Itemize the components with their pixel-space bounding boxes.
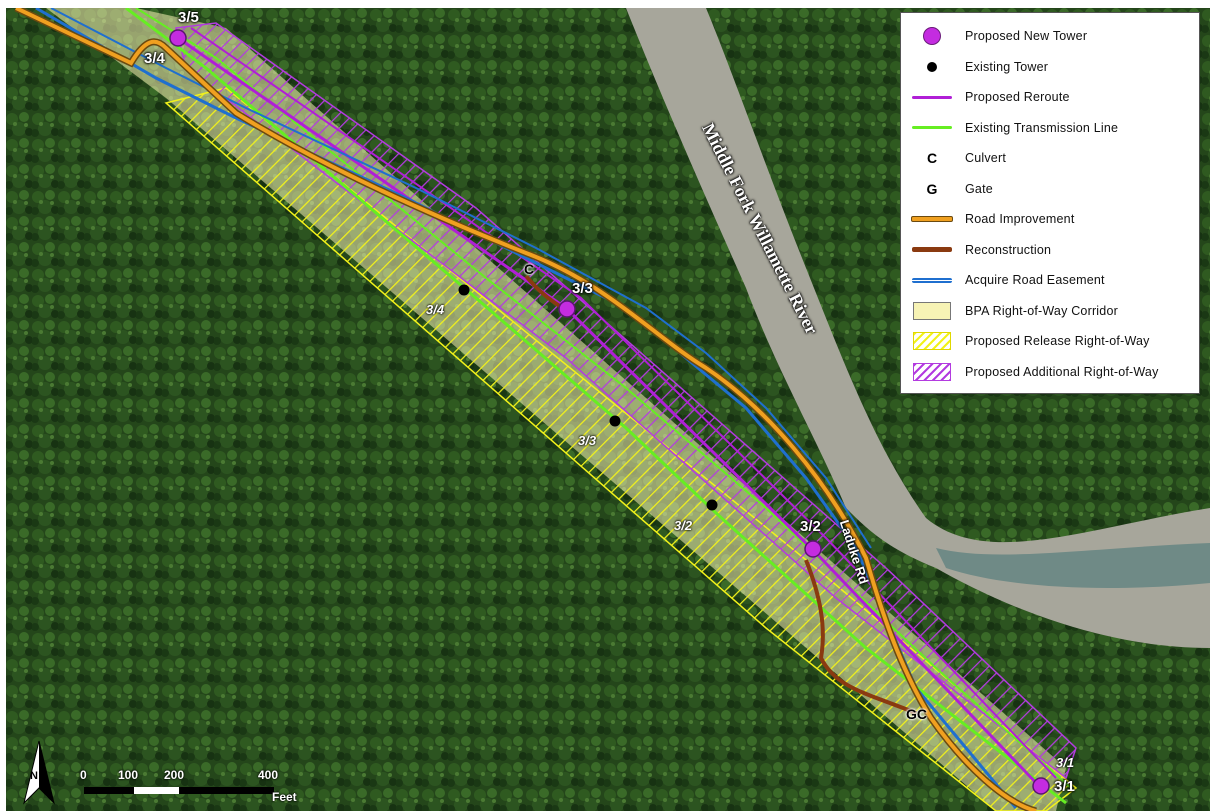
- scale-tick-0: 0: [80, 768, 87, 782]
- legend-item-proposed-new-tower: Proposed New Tower: [909, 21, 1191, 52]
- proposed-reroute: [177, 36, 1043, 790]
- new-tower-label-3-3: 3/3: [572, 280, 593, 297]
- proposed-tower-3-2: [804, 540, 822, 558]
- legend-label: Acquire Road Easement: [965, 273, 1105, 288]
- scale-tick-200: 200: [164, 768, 185, 782]
- reconstruction-line-2: [804, 559, 917, 715]
- existing-transmission-line: [125, 8, 1067, 805]
- scale-unit: Feet: [272, 790, 297, 804]
- gate-symbol: G: [926, 180, 938, 197]
- scale-bar-2: [134, 787, 179, 794]
- north-label: N: [30, 770, 38, 782]
- legend-label: Existing Transmission Line: [965, 120, 1119, 135]
- road-improvement-symbol: [909, 208, 955, 230]
- legend-item-culvert: C Culvert: [909, 143, 1191, 174]
- proposed-tower-symbol: [909, 25, 955, 47]
- north-arrow-shade: [39, 741, 54, 803]
- legend-label: Culvert: [965, 151, 1006, 166]
- scale-bar-1: [84, 787, 134, 794]
- river-water: [936, 543, 1210, 588]
- release-hatch-symbol: [909, 330, 955, 352]
- legend-label: Reconstruction: [965, 242, 1052, 257]
- existing-tower-3-4: [458, 284, 470, 296]
- legend-item-reconstruction: Reconstruction: [909, 235, 1191, 266]
- legend-item-existing-line: Existing Transmission Line: [909, 113, 1191, 144]
- legend-item-gate: G Gate: [909, 174, 1191, 205]
- reconstruction-symbol: [909, 239, 955, 261]
- existing-tower-label-3-1: 3/1: [1056, 755, 1075, 770]
- legend-label: Proposed Reroute: [965, 90, 1070, 105]
- existing-transmission-line-2: [135, 8, 1072, 789]
- scale-bar-3: [179, 787, 274, 794]
- legend-item-road-easement: Acquire Road Easement: [909, 265, 1191, 296]
- legend-label: Proposed Additional Right-of-Way: [965, 364, 1159, 379]
- legend-item-road-improvement: Road Improvement: [909, 204, 1191, 235]
- culvert-label-top: C: [524, 261, 535, 277]
- legend-label: Proposed New Tower: [965, 29, 1088, 44]
- proposed-tower-3-1: [1032, 777, 1050, 795]
- road-improvement-fill: [15, 8, 1037, 811]
- legend-label: Road Improvement: [965, 212, 1075, 227]
- existing-tower-symbol: [909, 56, 955, 78]
- legend-label: Gate: [965, 181, 993, 196]
- proposed-tower-3-3: [558, 300, 576, 318]
- new-tower-label-3-1: 3/1: [1054, 778, 1075, 795]
- proposed-reroute-2: [190, 27, 1057, 779]
- easement-symbol: [909, 269, 955, 291]
- scale-tick-100: 100: [118, 768, 139, 782]
- additional-hatch-symbol: [909, 361, 955, 383]
- legend-label: Proposed Release Right-of-Way: [965, 334, 1150, 349]
- legend-label: Existing Tower: [965, 59, 1049, 74]
- new-tower-label-3-5: 3/5: [178, 9, 199, 26]
- new-tower-label-3-2: 3/2: [800, 518, 821, 535]
- map-legend: Proposed New Tower Existing Tower Propos…: [900, 12, 1200, 394]
- corridor-symbol: [909, 300, 955, 322]
- legend-item-additional-row: Proposed Additional Right-of-Way: [909, 357, 1191, 388]
- existing-tower-3-3: [609, 415, 621, 427]
- existing-tower-label-3-4: 3/4: [426, 302, 445, 317]
- existing-tower-label-3-2: 3/2: [674, 518, 693, 533]
- existing-line-symbol: [909, 117, 955, 139]
- existing-tower-3-2: [706, 499, 718, 511]
- scale-tick-400: 400: [258, 768, 279, 782]
- legend-item-release-row: Proposed Release Right-of-Way: [909, 326, 1191, 357]
- legend-item-bpa-corridor: BPA Right-of-Way Corridor: [909, 296, 1191, 327]
- legend-item-proposed-reroute: Proposed Reroute: [909, 82, 1191, 113]
- new-tower-label-3-4: 3/4: [144, 50, 165, 67]
- reroute-line-symbol: [909, 86, 955, 108]
- gate-culvert-label: GC: [906, 706, 927, 722]
- existing-tower-label-3-3: 3/3: [578, 433, 597, 448]
- legend-label: BPA Right-of-Way Corridor: [965, 303, 1118, 318]
- legend-item-existing-tower: Existing Tower: [909, 52, 1191, 83]
- culvert-symbol: C: [926, 150, 938, 167]
- proposed-tower-3-5: [169, 29, 187, 47]
